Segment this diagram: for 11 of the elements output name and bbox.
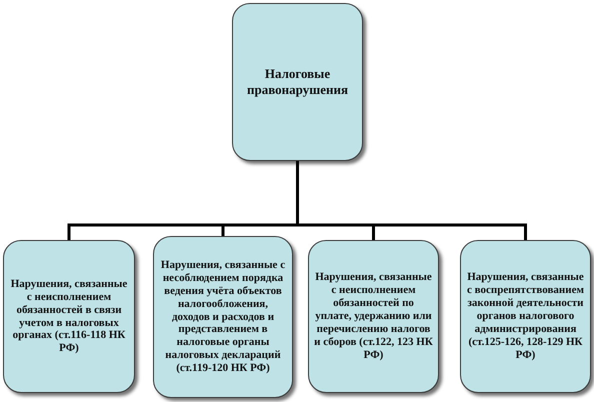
category-box — [153, 236, 293, 398]
category-box — [460, 240, 591, 393]
category-text: Нарушения, связанные с неисполнением обязанностей в связи учетом в налоговых органах (ст.116-118 НК РФ) — [10, 278, 128, 356]
category-text: Нарушения, связанные с воспрепятствованием законной деятельности органов налогового администрирования (ст.125-126, 128-129 НК РФ) — [466, 271, 585, 362]
category-text: Нарушения, связанные с неисполнением обязанностей по уплате, удержанию или перечислению налогов и сборов (ст.122, 123 НК РФ) — [314, 271, 433, 362]
root-title: Налоговые правонарушения — [246, 66, 349, 98]
root-box — [232, 3, 363, 161]
category-box — [308, 240, 439, 393]
category-text: Нарушения, связанные с несоблюдением порядка ведения учёта объектов налогообложения, доходов и расходов и представлением в налоговые органы налоговых деклараций (ст.119-120 НК РФ) — [160, 258, 286, 376]
category-box — [3, 240, 135, 393]
connector-line — [296, 161, 527, 240]
